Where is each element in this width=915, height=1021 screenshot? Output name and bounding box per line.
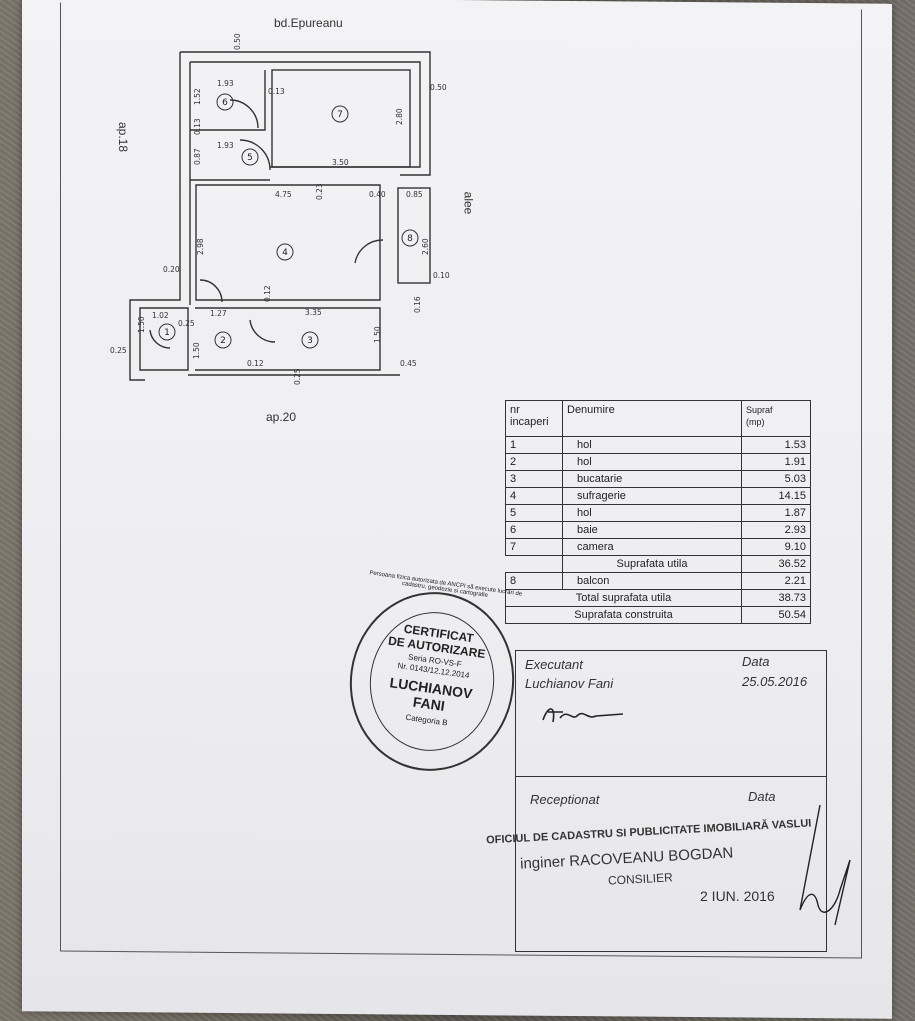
dim-280: 2.80 <box>395 108 404 125</box>
dim-298: 2.98 <box>196 238 205 255</box>
reception-date: 2 IUN. 2016 <box>700 888 775 904</box>
room-number-1: 1 <box>164 328 170 338</box>
dim-087: 0.87 <box>193 148 202 165</box>
dim-020: 0.20 <box>163 265 180 274</box>
dim-127: 1.27 <box>210 309 227 318</box>
floor-plan: 1 2 3 4 5 6 7 8 0.50 0.50 1.93 1.93 1.52… <box>110 33 450 385</box>
room-number-5: 5 <box>247 153 253 163</box>
dim-025-b: 0.25 <box>110 346 127 355</box>
room-number-8: 8 <box>407 234 413 244</box>
dim-040: 0.40 <box>369 190 386 199</box>
room-number-3: 3 <box>307 336 313 346</box>
dim-150-c: 1.50 <box>373 326 382 343</box>
dim-016: 0.16 <box>413 296 422 313</box>
room-6-outline <box>190 70 266 131</box>
room-number-7: 7 <box>337 110 343 120</box>
executant-signature <box>542 708 624 723</box>
dim-085: 0.85 <box>406 190 423 199</box>
reception-signature <box>799 804 851 926</box>
room-4-outline <box>195 184 381 301</box>
street-label: bd.Epureanu <box>274 16 343 30</box>
receptionat-label: Receptionat <box>530 792 600 807</box>
dim-010: 0.10 <box>433 271 450 280</box>
executant-label: Executant <box>525 657 583 672</box>
dim-013-b: 0.13 <box>193 118 202 135</box>
dim-013-a: 0.13 <box>268 87 285 96</box>
dim-050-top: 0.50 <box>233 33 242 50</box>
dim-335: 3.35 <box>305 308 322 317</box>
dim-260: 2.60 <box>421 238 430 255</box>
dim-193-b: 1.93 <box>217 141 234 150</box>
dim-150-a: 1.50 <box>137 316 146 333</box>
executant-name: Luchianov Fani <box>525 676 614 691</box>
dim-025-a: 0.25 <box>178 319 195 328</box>
header-supraf: Supraf(mp) <box>741 400 811 437</box>
outer-wall-top <box>180 51 431 176</box>
alee-label: alee <box>461 191 476 215</box>
room-8-outline <box>397 187 431 284</box>
room-number-4: 4 <box>282 248 288 258</box>
dim-102: 1.02 <box>152 311 169 320</box>
dim-152: 1.52 <box>193 88 202 105</box>
dim-150-b: 1.50 <box>192 342 201 359</box>
executant-date: 25.05.2016 <box>742 674 808 689</box>
dim-045: 0.45 <box>400 359 417 368</box>
room-number-2: 2 <box>220 336 226 346</box>
room-7-outline <box>271 69 411 168</box>
dim-012-b: 0.12 <box>247 359 264 368</box>
dim-350: 3.50 <box>332 158 349 167</box>
dim-475: 4.75 <box>275 190 292 199</box>
dim-025-c: 0.25 <box>293 368 302 385</box>
dim-193-a: 1.93 <box>217 79 234 88</box>
dim-012-a: 0.12 <box>263 285 272 302</box>
data-label-1: Data <box>742 654 770 669</box>
apartment-bottom-label: ap.20 <box>266 410 297 424</box>
header-denumire: Denumire <box>562 400 742 437</box>
room-3-outline <box>195 307 381 371</box>
signature-box <box>515 650 827 952</box>
room-1-outline <box>139 307 189 371</box>
dim-023: 0.23 <box>315 183 324 200</box>
dim-050-right: 0.50 <box>430 83 447 92</box>
data-label-2: Data <box>748 789 776 804</box>
room-number-6: 6 <box>222 98 228 108</box>
